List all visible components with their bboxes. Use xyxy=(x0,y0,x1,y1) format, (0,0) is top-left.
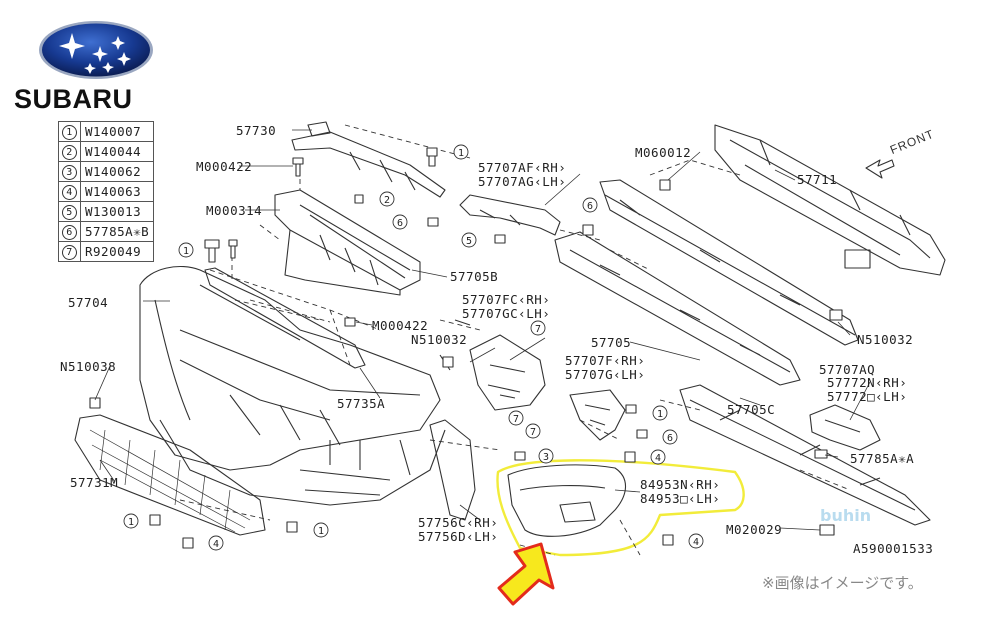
svg-text:7: 7 xyxy=(530,427,536,438)
label-m020029: M020029 xyxy=(726,522,783,537)
svg-text:1: 1 xyxy=(128,517,134,528)
highlight-arrow-icon xyxy=(497,542,555,606)
label-84953n-o: 84953N‹RH›84953□‹LH› xyxy=(640,477,721,507)
svg-text:1: 1 xyxy=(657,409,663,420)
svg-text:4: 4 xyxy=(693,537,699,548)
label-57772n-o: 57772N‹RH›57772□‹LH› xyxy=(827,375,908,405)
label-57707fc-gc: 57707FC‹RH›57707GC‹LH› xyxy=(462,292,551,322)
svg-text:5: 5 xyxy=(466,236,472,247)
label-n510032-left: N510032 xyxy=(411,332,468,347)
svg-text:2: 2 xyxy=(384,195,390,206)
svg-text:6: 6 xyxy=(587,201,593,212)
label-n510032-right: N510032 xyxy=(857,332,914,347)
svg-text:1: 1 xyxy=(458,148,464,159)
label-57785a-a: 57785A✳A xyxy=(850,451,915,466)
svg-text:7: 7 xyxy=(513,414,519,425)
label-57704: 57704 xyxy=(68,295,109,310)
svg-text:4: 4 xyxy=(655,453,661,464)
label-57705c: 57705C xyxy=(727,402,776,417)
label-57735a: 57735A xyxy=(337,396,386,411)
label-57707f-g: 57707F‹RH›57707G‹LH› xyxy=(565,353,646,383)
label-57705: 57705 xyxy=(591,335,632,350)
label-m000422-top: M000422 xyxy=(196,159,253,174)
image-note: ※画像はイメージです。 xyxy=(762,574,923,592)
label-57731m: 57731M xyxy=(70,475,119,490)
svg-text:6: 6 xyxy=(667,433,673,444)
watermark-text: buhin xyxy=(820,506,872,525)
svg-text:7: 7 xyxy=(535,324,541,335)
label-m000314: M000314 xyxy=(206,203,263,218)
label-57730: 57730 xyxy=(236,123,277,138)
subaru-logo-icon xyxy=(39,21,153,79)
label-m060012: M060012 xyxy=(635,145,692,160)
svg-text:1: 1 xyxy=(318,526,324,537)
svg-text:1: 1 xyxy=(183,246,189,257)
label-n510038: N510038 xyxy=(60,359,117,374)
highlight-outline xyxy=(496,459,745,557)
label-57707af-ag: 57707AF‹RH›57707AG‹LH› xyxy=(478,160,567,190)
brand-name: SUBARU xyxy=(14,84,133,114)
svg-text:3: 3 xyxy=(543,452,549,463)
label-57711: 57711 xyxy=(797,172,838,187)
label-57705b: 57705B xyxy=(450,269,499,284)
label-57707aq: 57707AQ xyxy=(819,362,876,377)
label-m000422-mid: M000422 xyxy=(372,318,429,333)
catalog-number: A590001533 xyxy=(853,541,934,556)
svg-text:4: 4 xyxy=(213,539,219,550)
svg-text:6: 6 xyxy=(397,218,403,229)
label-57756c-d: 57756C‹RH›57756D‹LH› xyxy=(418,515,499,545)
